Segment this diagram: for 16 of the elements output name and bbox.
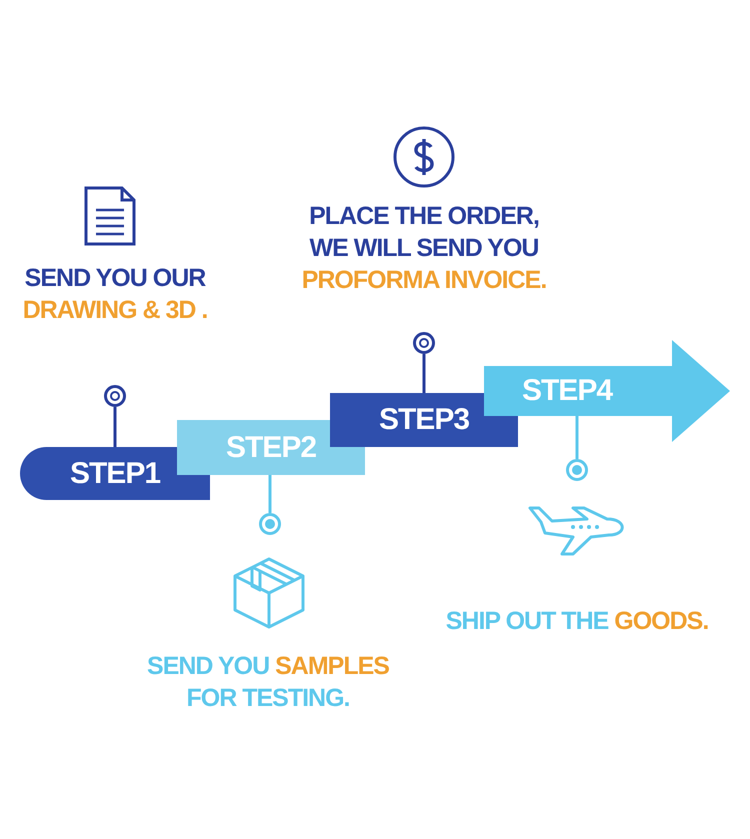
step-arrow: STEP4 (484, 340, 730, 442)
step-description: SEND YOU OUR DRAWING & 3D . (22, 263, 208, 326)
leader-line (422, 354, 426, 393)
step-band: STEP3 (330, 393, 518, 447)
step-description: PLACE THE ORDER, WE WILL SEND YOU PROFORMA INVOICE. (300, 201, 548, 296)
pin-circle (413, 332, 435, 354)
pin-circle (566, 459, 588, 481)
leader-line (114, 407, 116, 447)
pin-circle (104, 385, 126, 407)
leader-line (268, 475, 272, 513)
step-description: SEND YOU SAMPLES FOR TESTING. (146, 651, 390, 714)
leader-line (576, 416, 578, 459)
step-band: STEP1 (20, 447, 210, 500)
step-band: STEP2 (177, 420, 365, 475)
pin-circle (259, 513, 281, 535)
step-description: SHIP OUT THE GOODS. (444, 606, 710, 637)
